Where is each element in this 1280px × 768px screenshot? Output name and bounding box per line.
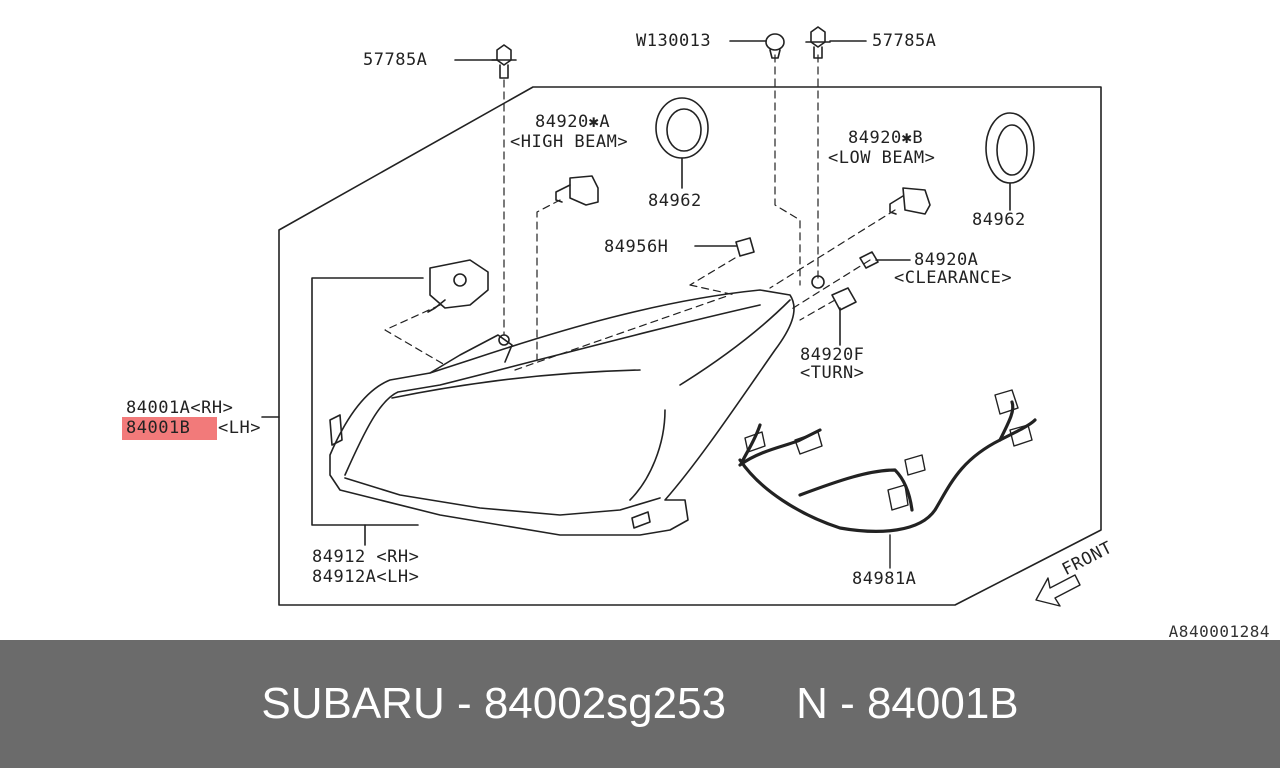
footer-ref-part: N - 84001B	[796, 679, 1019, 728]
footer-banner: SUBARU - 84002sg253 N - 84001B	[0, 640, 1280, 768]
highlighted-part-marker	[122, 417, 217, 440]
cap-icon	[735, 237, 755, 257]
label-turn-part[interactable]: 84920F	[800, 345, 865, 365]
label-cap[interactable]: 84956H	[604, 237, 669, 257]
headlight-housing	[329, 289, 795, 536]
label-lens-lh[interactable]: 84912A<LH>	[312, 567, 420, 587]
label-lens-rh[interactable]: 84912 <RH>	[312, 547, 420, 567]
leveling-motor-icon	[427, 259, 489, 313]
seal-ring-right-icon	[985, 112, 1035, 211]
bolt-left-icon	[491, 44, 517, 79]
label-clearance-desc: <CLEARANCE>	[894, 268, 1013, 288]
footer-brand-part: SUBARU - 84002sg253	[261, 679, 727, 728]
figure-reference: A840001284	[1168, 622, 1270, 641]
grommet-icon	[765, 33, 785, 59]
clearance-bulb-icon	[859, 251, 879, 269]
assembly-frame	[278, 86, 1102, 606]
high-beam-bulb-icon	[555, 175, 599, 206]
front-arrow-icon	[1035, 574, 1081, 607]
label-seal-right[interactable]: 84962	[972, 210, 1026, 230]
label-low-beam-desc: <LOW BEAM>	[828, 148, 936, 168]
label-high-beam-part[interactable]: 84920✱A	[535, 112, 611, 132]
label-harness[interactable]: 84981A	[852, 569, 917, 589]
label-bolt-right[interactable]: 57785A	[872, 31, 937, 51]
label-low-beam-part[interactable]: 84920✱B	[848, 128, 924, 148]
wire-harness	[738, 400, 1037, 533]
assembly-bracket	[311, 277, 424, 526]
label-high-beam-desc: <HIGH BEAM>	[510, 132, 629, 152]
parts-diagram: 57785A W130013 57785A 84920✱A <HIGH BEAM…	[122, 26, 1116, 607]
low-beam-bulb-icon	[889, 187, 931, 215]
label-assembly-rh[interactable]: 84001A<RH>	[126, 398, 234, 418]
bolt-right-icon	[805, 26, 831, 59]
label-seal-left[interactable]: 84962	[648, 191, 702, 211]
turn-bulb-icon	[831, 287, 857, 311]
label-assembly-lh-code[interactable]: 84001B	[126, 418, 191, 438]
label-clearance-part[interactable]: 84920A	[914, 250, 979, 270]
label-assembly-lh-side: <LH>	[218, 418, 261, 438]
diagram-drawing	[261, 26, 1102, 607]
seal-ring-left-icon	[655, 97, 709, 189]
label-bolt-left[interactable]: 57785A	[363, 50, 428, 70]
label-turn-desc: <TURN>	[800, 363, 865, 383]
label-grommet[interactable]: W130013	[636, 31, 712, 51]
